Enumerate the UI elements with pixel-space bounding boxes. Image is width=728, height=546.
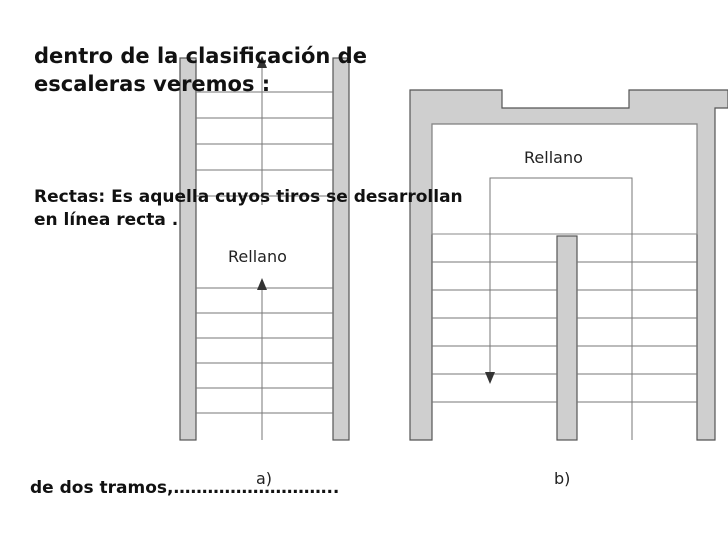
figure-a-right-wall [332,57,350,441]
figure-a-landing-label: Rellano [228,247,287,266]
heading-line-1: dentro de la clasificación de [34,44,367,68]
figure-b-two-flight-stair: Rellano b) [409,89,728,488]
figure-b-walls [409,89,728,441]
figure-b-walk-line [489,177,633,440]
rectas-line-1: Rectas: Es aquella cuyos tiros se desarr… [34,187,463,207]
figure-b-center-wall [556,235,578,441]
figure-a-upper-treads [196,91,333,197]
figure-a-left-wall [179,57,197,441]
figure-a-arrow-up-upper [257,56,267,68]
figure-a-straight-stair: Rellano a) [179,56,350,488]
figure-a-arrow-up-lower [257,278,267,290]
dos-tramos-text: de dos tramos,……………………….. [30,478,340,498]
heading-text: dentro de la clasificación de escaleras … [34,42,367,98]
rectas-definition: Rectas: Es aquella cuyos tiros se desarr… [34,186,463,232]
rectas-line-2: en línea recta . [34,210,179,230]
heading-line-2: escaleras veremos : [34,72,271,96]
figure-a-lower-treads [196,287,333,414]
figure-b-treads [432,261,697,403]
figure-b-caption: b) [554,469,570,488]
figure-b-arrow-down [485,372,495,384]
figure-b-landing-edge [431,123,698,235]
figure-b-landing-label: Rellano [524,148,583,167]
figure-a-caption: a) [256,469,272,488]
